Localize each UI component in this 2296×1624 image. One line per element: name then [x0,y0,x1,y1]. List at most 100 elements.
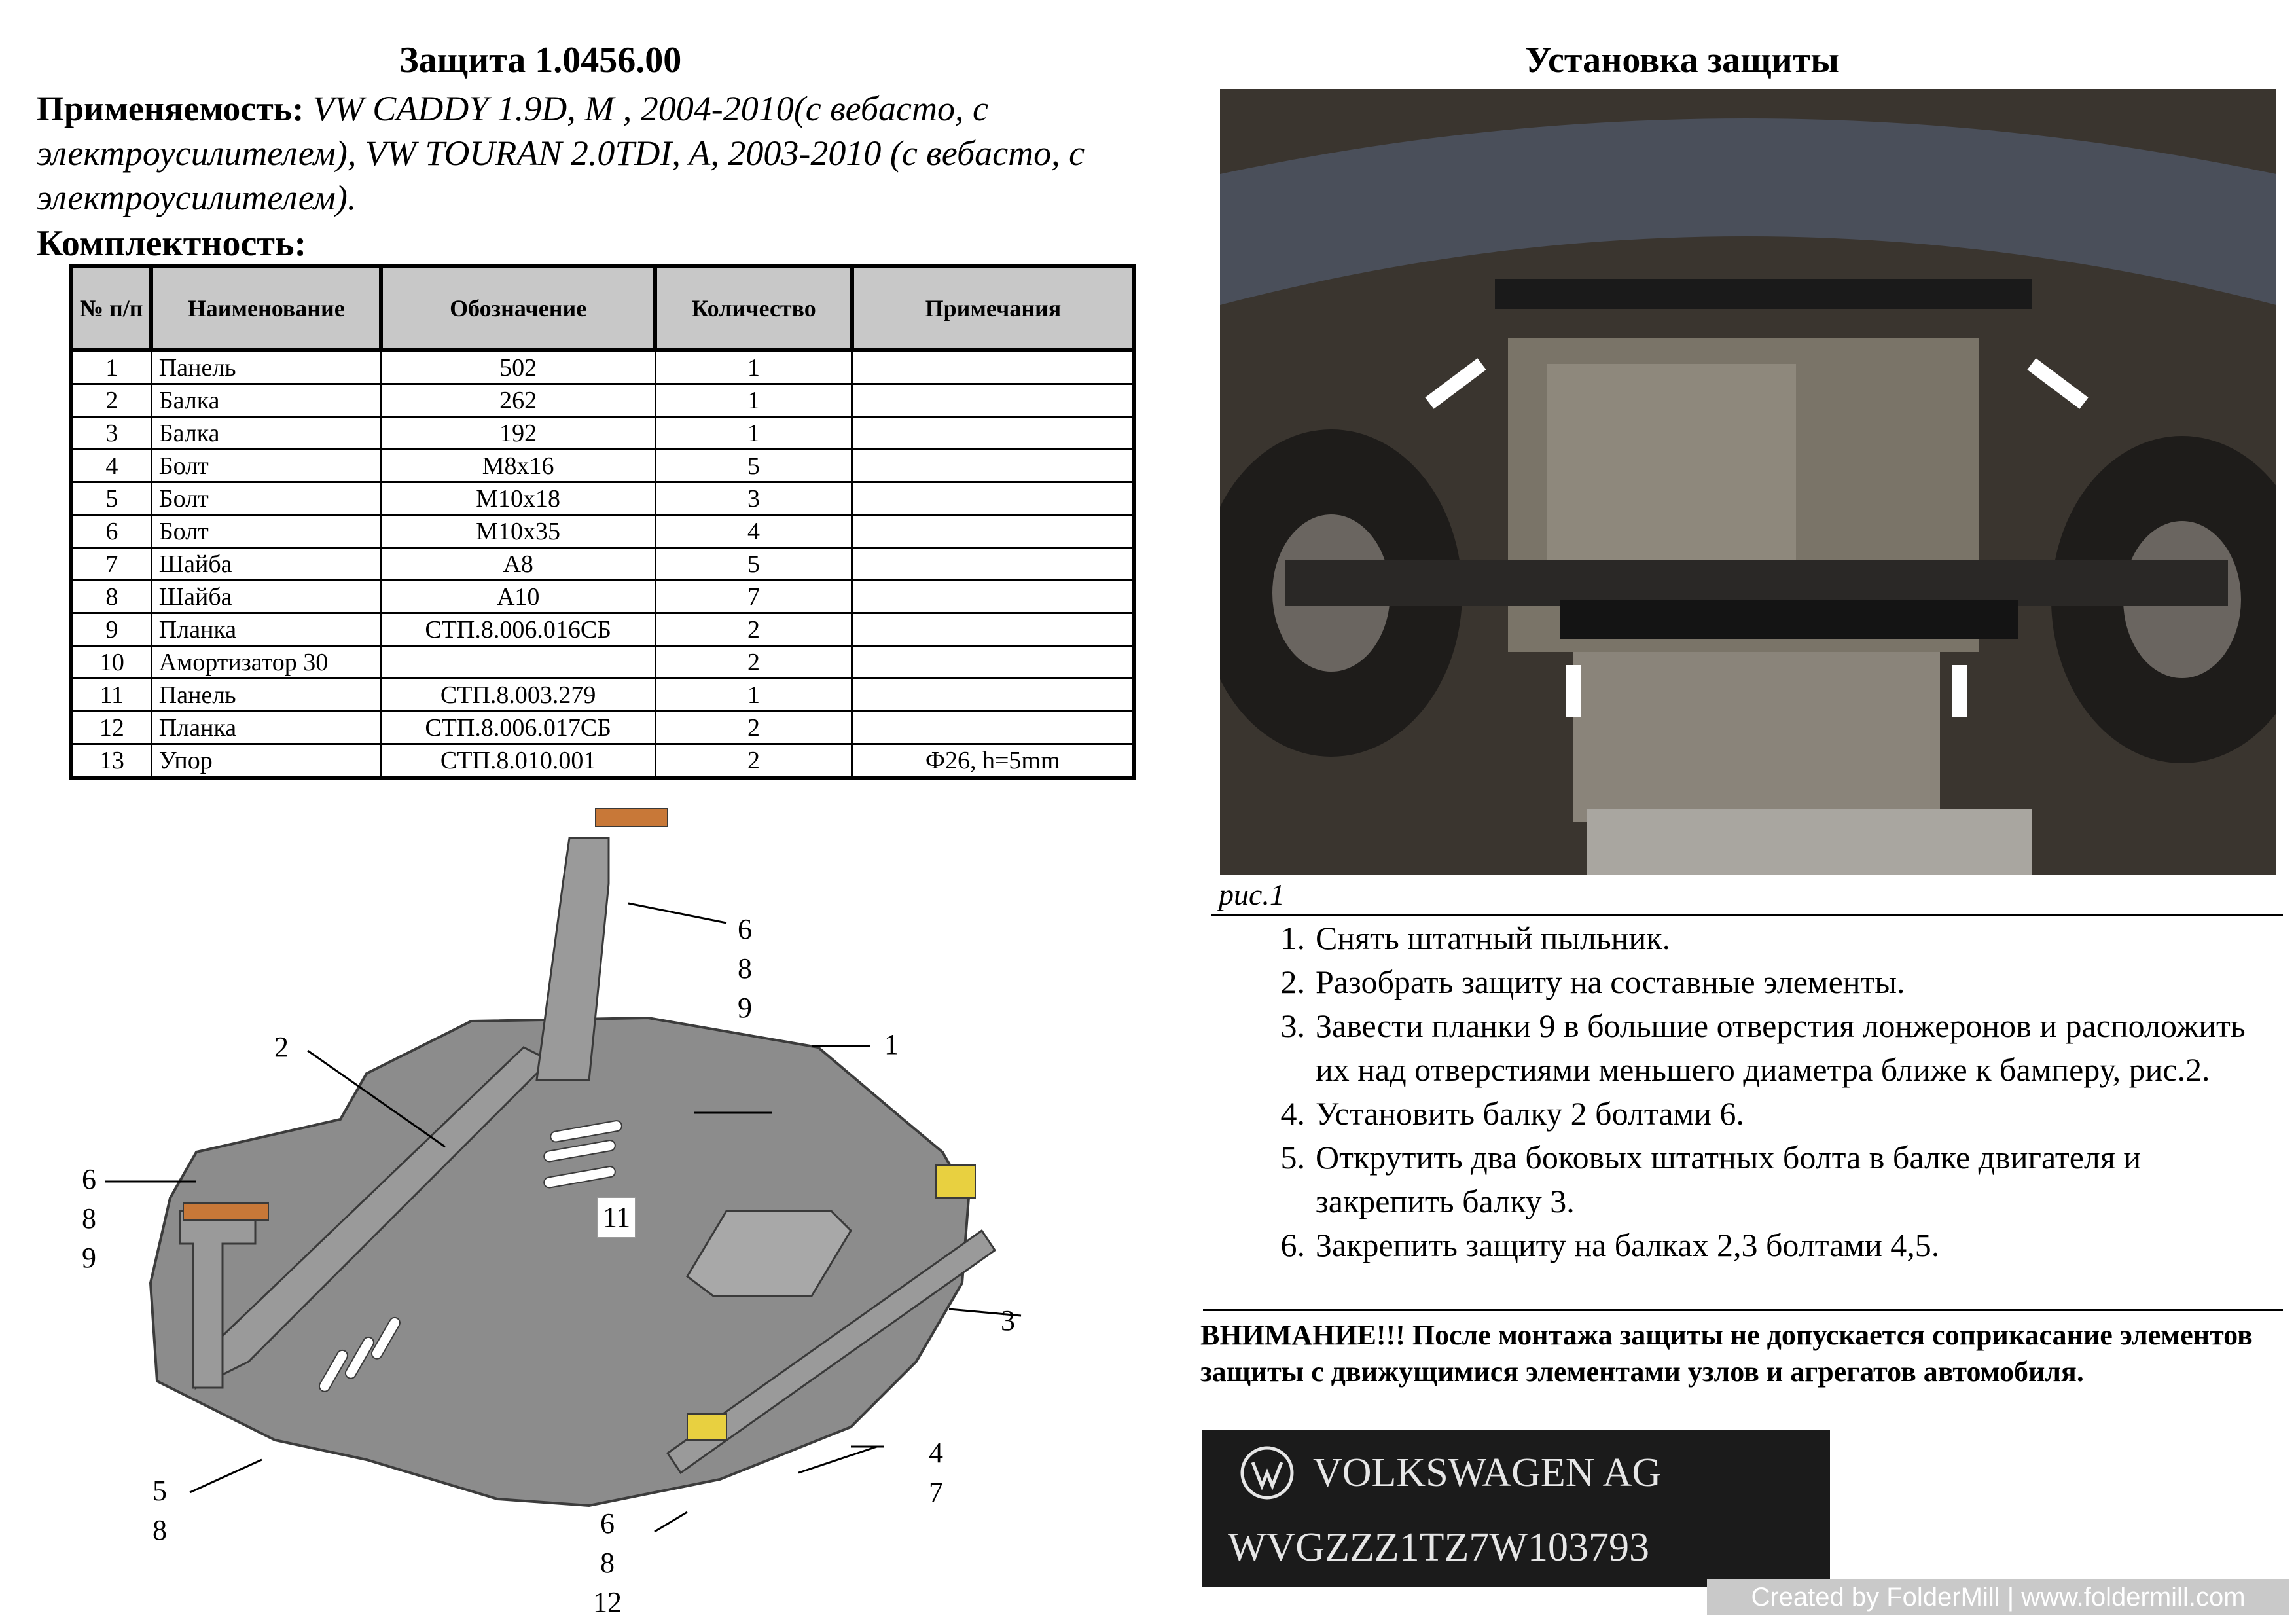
cell-code: M8x16 [380,448,656,483]
cell-number: 6 [70,514,152,549]
step-text: Завести планки 9 в большие отверстия лон… [1316,1007,2246,1088]
callout-label: 12 [593,1586,622,1618]
panel-slots [318,1120,622,1392]
step-number: 6. [1280,1227,1306,1263]
cell-name: Болт [150,481,382,516]
cell-quantity: 3 [654,481,853,516]
cell-quantity: 2 [654,612,853,647]
cell-number: 4 [70,448,152,483]
callout-label: 7 [929,1476,943,1508]
callout-right-beam: 3 [1001,1305,1015,1337]
warning-text: ВНИМАНИЕ!!! После монтажа защиты не допу… [1200,1319,2253,1388]
applicability-block: Применяемость: VW CADDY 1.9D, M , 2004-2… [37,86,1149,220]
step-number: 2. [1280,964,1306,1000]
callout-left-bolts: 6 8 9 [76,1160,102,1278]
installation-steps: 1.Снять штатный пыльник. 2.Разобрать защ… [1263,916,2271,1267]
cell-quantity: 2 [654,645,853,679]
applicability-text: VW CADDY 1.9D, M , 2004-2010(с вебасто, … [37,89,1085,217]
cell-code: A10 [380,579,656,614]
sub-plate [686,1210,852,1297]
column-header-code: Обозначение [379,264,658,352]
cell-code: M10x35 [380,514,656,549]
vin-number: WVGZZZ1TZ7W103793 [1228,1525,1649,1570]
cell-name: Панель [150,348,382,385]
cell-number: 5 [70,481,152,516]
applicability-label: Применяемость: [37,89,304,128]
callout-label: 8 [152,1514,167,1546]
callout-panel: 1 [884,1028,899,1060]
cell-number: 2 [70,383,152,418]
callout-label: 6 [738,913,752,945]
cell-note [851,710,1136,745]
vin-plate-art: VOLKSWAGEN AG WVGZZZ1TZ7W103793 [1202,1430,1830,1587]
cell-name: Болт [150,448,382,483]
cell-name: Шайба [150,547,382,581]
cell-quantity: 1 [654,348,853,385]
callout-label: 4 [929,1437,943,1469]
skid-plate-panel [149,1016,971,1507]
assembly-diagram [105,808,1022,1533]
cell-quantity: 5 [654,547,853,581]
callout-label: 8 [600,1547,615,1579]
callout-label: 8 [82,1202,96,1235]
column-header-quantity: Количество [653,264,854,352]
cell-note [851,514,1136,549]
cell-code: СТП.8.006.017СБ [380,710,656,745]
cell-number: 13 [70,743,152,779]
callout-bottom-right: 4 7 [923,1434,949,1512]
vw-logo-icon [1240,1446,1294,1500]
step-text: Закрепить защиту на балках 2,3 болтами 4… [1316,1227,1940,1263]
step-number: 1. [1280,920,1306,956]
callout-beam: 2 [274,1031,289,1063]
underbody-photo-art [1220,89,2276,875]
cell-code: СТП.8.003.279 [380,677,656,712]
parts-table: № п/п Наименование Обозначение Количеств… [69,264,1137,780]
callout-plate: 11 [597,1197,636,1238]
install-title: Установка защиты [1525,40,1839,81]
column-header-number: № п/п [69,264,154,352]
step-item: 2.Разобрать защиту на составные элементы… [1263,960,2271,1004]
cell-code: СТП.8.006.016СБ [380,612,656,647]
cell-number: 8 [70,579,152,614]
cell-note [851,348,1136,385]
callout-label: 6 [82,1163,96,1195]
top-strip [595,808,668,827]
column-header-name: Наименование [149,264,384,352]
cell-name: Панель [150,677,382,712]
step-item: 5.Открутить два боковых штатных болта в … [1263,1136,2271,1223]
cell-note [851,383,1136,418]
cell-quantity: 2 [654,743,853,779]
cell-note [851,416,1136,450]
callout-bottom-left: 5 8 [147,1471,173,1550]
step-item: 6. Закрепить защиту на балках 2,3 болтами… [1263,1223,2271,1267]
cell-number: 9 [70,612,152,647]
cell-number: 11 [70,677,152,712]
step-number: 5. [1280,1139,1306,1176]
cell-number: 1 [70,348,152,385]
leader-lines [105,902,1022,1533]
cell-code: 262 [380,383,656,418]
cell-note [851,612,1136,647]
vin-maker: VOLKSWAGEN AG [1313,1451,1661,1495]
cell-name: Планка [150,612,382,647]
cell-code: 502 [380,348,656,385]
cell-note [851,579,1136,614]
callout-label: 9 [738,992,752,1024]
table-header-row: № п/п Наименование Обозначение Количеств… [69,264,1137,352]
underbody-photo [1220,89,2276,875]
callout-label: 5 [152,1475,167,1507]
callout-label: 8 [738,952,752,984]
cell-quantity: 2 [654,710,853,745]
step-text: Установить балку 2 болтами 6. [1316,1095,1744,1132]
right-clip-top [935,1164,976,1199]
cell-note [851,677,1136,712]
cell-name: Болт [150,514,382,549]
cell-number: 7 [70,547,152,581]
